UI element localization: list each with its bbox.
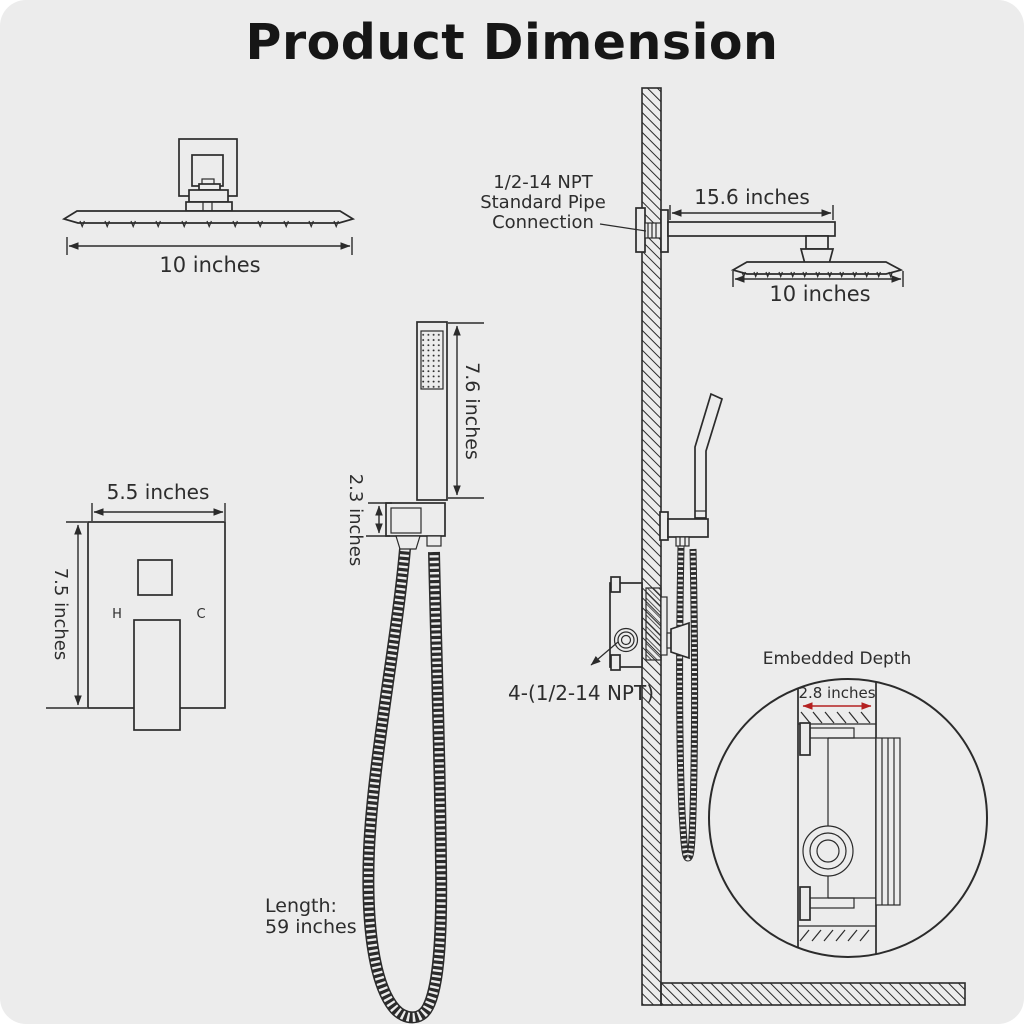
pipe-connection-line3: Connection <box>492 212 594 233</box>
dim-label-head-width: 10 inches <box>769 282 870 306</box>
handheld-shower: 7.6 inches 2.3 inches Length: 59 inches <box>265 321 484 1024</box>
detail-bottom-flange <box>799 886 811 921</box>
wall-section <box>641 87 966 1006</box>
detail-front-plate <box>875 737 901 906</box>
detail-top-flange <box>799 722 811 756</box>
wall-hose-nut <box>675 536 690 547</box>
valve-handle <box>133 619 181 731</box>
wall-wand <box>694 392 724 519</box>
page-title: Product Dimension <box>245 14 779 71</box>
mount-foot <box>185 201 233 212</box>
arm-wall-flange <box>660 209 669 253</box>
dim-label-arm-length: 15.6 inches <box>694 185 810 209</box>
swivel-upper <box>805 235 829 250</box>
head-plate <box>61 210 356 224</box>
diverter-button <box>137 559 173 596</box>
detail-circle <box>708 678 988 958</box>
wall <box>641 87 662 1006</box>
floor <box>660 982 966 1006</box>
cold-label: C <box>196 607 205 622</box>
embedded-depth-title: Embedded Depth <box>763 649 912 669</box>
hose-length-line2: 59 inches <box>265 916 357 938</box>
shower-arm <box>667 221 836 237</box>
detail-bottom-step <box>809 897 855 909</box>
embedded-depth-detail: Embedded Depth 2.8 inches <box>708 649 988 958</box>
ports-leader <box>590 641 619 666</box>
dim-label-holder-height: 2.3 inches <box>345 474 366 567</box>
wall-handheld <box>659 392 724 862</box>
wall-wand-holder <box>667 518 709 538</box>
wall-hatch-top <box>800 711 871 724</box>
dim-label-plate-width: 5.5 inches <box>107 480 210 504</box>
hose-length-line1: Length: <box>265 895 337 917</box>
spray-face <box>420 330 444 390</box>
hot-label: H <box>112 607 122 622</box>
hose-nut-2 <box>426 535 442 547</box>
showerhead-side-view: 10 inches <box>61 138 356 277</box>
shower-arm-assembly: 15.6 inches 10 inches 1/2-14 NPT Standar… <box>480 172 904 306</box>
pipe-connection-label: 1/2-14 NPT Standard Pipe Connection <box>480 172 647 233</box>
dim-label-top-view-width: 10 inches <box>159 253 260 277</box>
valve-port-outer <box>613 627 639 653</box>
wall-hatch-bottom <box>799 929 870 942</box>
valve-front-plate-edge <box>660 596 668 656</box>
valve-top-flange <box>610 576 621 593</box>
detail-top-step <box>809 727 855 739</box>
hose-length-label: Length: 59 inches <box>265 895 357 938</box>
wand-holder-knob <box>390 507 422 534</box>
valve-in-wall-block <box>645 587 662 661</box>
dim-label-wand-length: 7.6 inches <box>461 362 483 460</box>
pipe-connection-line1: 1/2-14 NPT <box>493 172 593 193</box>
ports-label: 4-(1/2-14 NPT) <box>508 681 654 705</box>
mount-base <box>188 189 229 203</box>
handle-side-view <box>670 621 690 660</box>
hose-nut <box>395 535 421 550</box>
detail-contents: 2.8 inches <box>797 679 901 957</box>
embedded-depth-value: 2.8 inches <box>798 684 875 702</box>
valve-body <box>609 582 643 668</box>
dim-label-plate-height: 7.5 inches <box>50 568 71 661</box>
valve-trim-plate: H C 5.5 inches 7.5 inches <box>46 480 226 731</box>
pipe-connection-leader <box>599 223 647 232</box>
pipe-connection-line2: Standard Pipe <box>480 192 606 213</box>
hose <box>362 548 448 1024</box>
rain-head-plate <box>730 261 904 275</box>
in-wall-valve: 4-(1/2-14 NPT) <box>508 576 690 705</box>
mount-neck <box>198 183 221 191</box>
valve-bottom-flange <box>610 654 621 671</box>
holder-flange <box>659 511 669 541</box>
